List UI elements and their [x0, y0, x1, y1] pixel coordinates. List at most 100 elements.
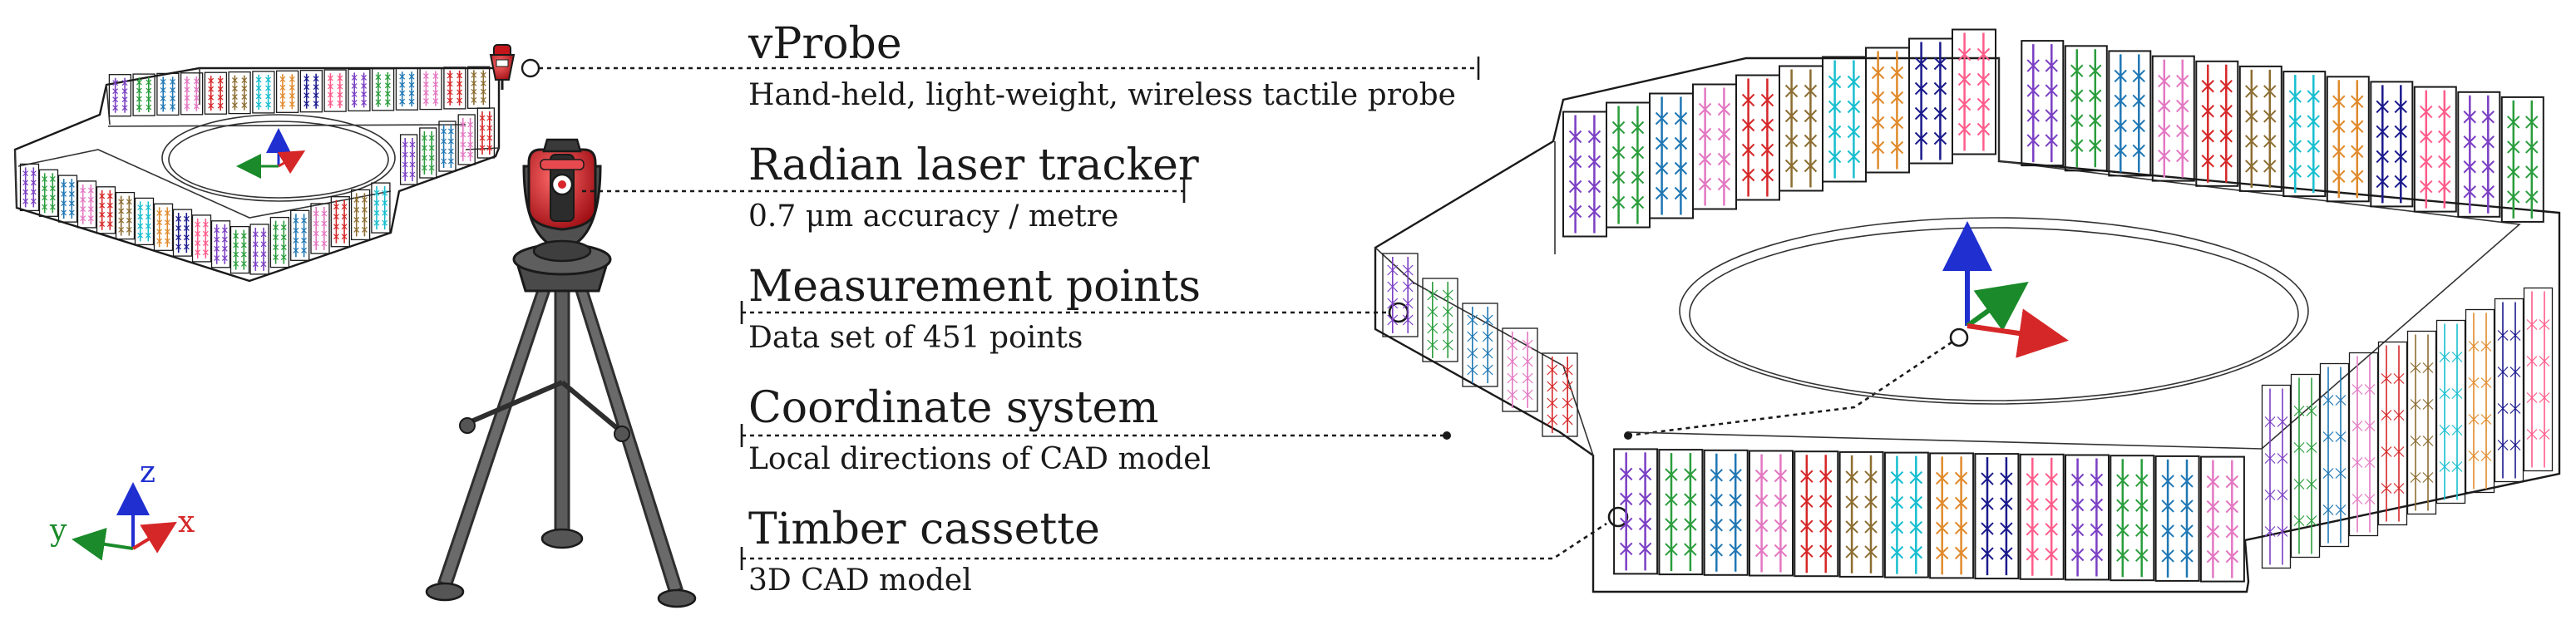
measurement-point-marker: [2070, 89, 2084, 102]
measurement-point-marker: [1914, 81, 1928, 96]
measurement-point-marker: [2410, 399, 2421, 410]
measurement-point-marker: [1710, 494, 1723, 507]
timber-panel: [2064, 45, 2108, 172]
measurement-point-marker: [1717, 127, 1731, 141]
measurement-point-marker: [456, 89, 463, 96]
timber-panel: [19, 163, 40, 212]
measurement-point-marker: [1847, 125, 1861, 139]
measurement-point-marker: [49, 176, 56, 182]
measurement-point-marker: [341, 224, 348, 230]
measurement-point-marker: [1467, 347, 1478, 359]
measurement-point-marker: [402, 161, 408, 168]
measurement-point-marker: [2277, 453, 2288, 464]
measurement-point-marker: [2206, 524, 2220, 539]
measurement-point-marker: [106, 221, 113, 227]
measurement-point-marker: [2439, 461, 2450, 472]
measurement-point-marker: [1890, 545, 1904, 559]
measurement-point-marker: [456, 97, 463, 104]
measurement-point-marker: [61, 209, 67, 216]
timber-panel: [1606, 101, 1651, 229]
measurement-point-marker: [170, 79, 176, 85]
measurement-point-marker: [2420, 130, 2433, 144]
measurement-point-marker: [2045, 59, 2058, 72]
measurement-point-marker: [184, 78, 190, 85]
callout-cassette: Timber cassette 3D CAD model: [740, 504, 1629, 598]
measurement-point-marker: [2463, 135, 2476, 149]
measurement-point-marker: [2439, 425, 2450, 436]
timber-panel: [1735, 74, 1780, 201]
measurement-point-marker: [2176, 149, 2189, 163]
timber-panel: [2377, 341, 2408, 526]
measurement-point-marker: [441, 138, 447, 145]
measurement-point-marker: [1845, 495, 1858, 509]
measurement-point-marker: [333, 214, 339, 220]
measurement-point-marker: [22, 170, 29, 177]
measurement-point-marker: [1427, 306, 1439, 317]
measurement-point-marker: [202, 249, 209, 256]
measurement-point-marker: [303, 92, 310, 99]
measurement-point-marker: [184, 95, 190, 101]
timber-panel: [371, 68, 395, 111]
measurement-point-marker: [327, 83, 333, 90]
measurement-point-marker: [471, 80, 477, 86]
measurement-point-marker: [422, 98, 429, 104]
measurement-point-marker: [1845, 520, 1858, 534]
measurement-point-marker: [2225, 500, 2239, 514]
measurement-point-marker: [2045, 523, 2058, 536]
measurement-point-marker: [1467, 364, 1478, 376]
callout-subtitle: 3D CAD model: [748, 563, 972, 598]
measurement-point-marker: [1871, 66, 1885, 80]
measurement-point-marker: [2481, 135, 2495, 149]
measurement-point-marker: [2463, 160, 2476, 174]
measurement-points: [1382, 28, 2554, 583]
measurement-point-marker: [1655, 186, 1669, 200]
measurement-point-marker: [1760, 143, 1774, 157]
measurement-point-marker: [1935, 546, 1949, 560]
measurement-point-marker: [428, 145, 435, 151]
measurement-point-marker: [160, 79, 166, 85]
measurement-point-marker: [2525, 116, 2539, 129]
measurement-point-marker: [2026, 498, 2039, 511]
measurement-point-marker: [160, 104, 166, 110]
timber-panel: [1779, 65, 1823, 192]
measurement-point-marker: [1933, 81, 1947, 96]
measurement-point-marker: [2480, 414, 2492, 425]
measurement-point-marker: [373, 199, 380, 206]
measurement-point-marker: [361, 83, 368, 89]
measurement-point-marker: [384, 74, 391, 81]
measurement-point-marker: [353, 227, 360, 233]
measurement-point-marker: [2451, 388, 2463, 399]
measurement-point-marker: [2463, 185, 2476, 199]
measurement-point-marker: [1684, 518, 1697, 531]
measurement-point-marker: [2114, 94, 2127, 108]
measurement-point-marker: [1774, 494, 1788, 508]
measurement-point-marker: [195, 240, 201, 246]
measurement-point-marker: [80, 206, 86, 212]
measurement-point-marker: [1619, 542, 1633, 556]
measurement-point-marker: [118, 199, 125, 205]
measurement-point-marker: [2263, 110, 2277, 123]
timber-panel: [2065, 454, 2110, 581]
callout-subtitle: Local directions of CAD model: [748, 442, 1211, 476]
measurement-point-marker: [313, 92, 319, 99]
measurement-point-marker: [1845, 545, 1858, 559]
measurement-point-marker: [1587, 180, 1601, 194]
measurement-point-marker: [2335, 395, 2347, 406]
measurement-point-marker: [2201, 105, 2214, 118]
measurement-point-marker: [2219, 105, 2233, 118]
measurement-point-marker: [2180, 524, 2194, 538]
measurement-point-marker: [2351, 494, 2363, 504]
measurement-point-marker: [1957, 122, 1971, 136]
measurement-point-marker: [341, 214, 348, 220]
measurement-point-marker: [1587, 204, 1601, 219]
measurement-point-marker: [432, 73, 439, 79]
measurement-point-marker: [2132, 119, 2145, 133]
measurement-point-marker: [2539, 356, 2550, 367]
measurement-point-marker: [2351, 384, 2363, 395]
measurement-point-marker: [1674, 136, 1688, 150]
measurement-point-marker: [252, 251, 259, 258]
measurement-point-marker: [337, 100, 343, 106]
timber-panel: [1658, 449, 1704, 576]
measurement-point-marker: [327, 75, 333, 81]
measurement-point-marker: [1845, 470, 1858, 484]
